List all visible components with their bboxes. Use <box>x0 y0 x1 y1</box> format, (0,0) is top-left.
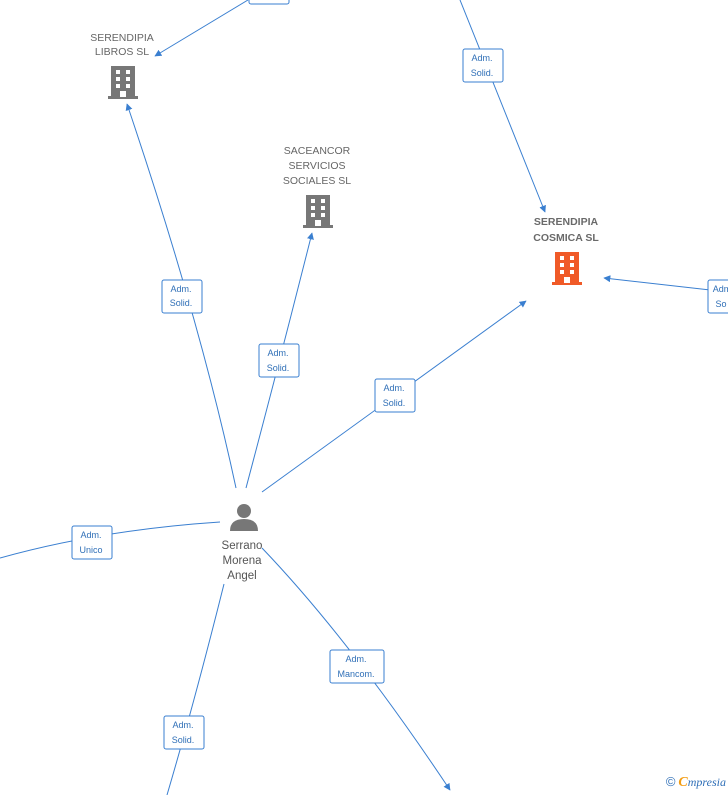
edge-to-bottom-left <box>166 583 225 795</box>
copyright-symbol: © <box>665 774 676 789</box>
edge-label-line2: Solid. <box>172 735 195 745</box>
edge-label-line2: So <box>715 299 726 309</box>
person-name-line3: Angel <box>227 570 256 582</box>
brand-name: mpresia <box>687 775 726 789</box>
node-label-line1: SERENDIPIA <box>90 32 154 44</box>
edge-label-line1: Adm. <box>345 654 366 664</box>
edge-label-line2: Solid. <box>170 298 193 308</box>
node-label-line1: SERENDIPIA <box>534 216 599 228</box>
edge-label-line2: Solid. <box>471 68 494 78</box>
node-label-line2: LIBROS SL <box>95 46 149 58</box>
edge-label-line1: Adm. <box>172 720 193 730</box>
edge-to-top-left-node <box>154 0 249 57</box>
person-icon <box>230 504 258 531</box>
node-label-line2: COSMICA SL <box>533 232 599 244</box>
edge-label-line1: Adm. <box>80 530 101 540</box>
building-icon-highlight <box>552 252 582 285</box>
building-icon <box>303 195 333 228</box>
edge-label-to-cosmica[interactable]: Adm. Solid. <box>374 378 416 413</box>
node-person[interactable]: Serrano Morena Angel <box>222 504 263 582</box>
edge-label-right-to-cosmica[interactable]: Adm So <box>707 279 728 314</box>
edge-label-line1: Adm. <box>383 383 404 393</box>
edge-label-line1: Adm. <box>471 53 492 63</box>
edge-label-line2: Solid. <box>383 398 406 408</box>
edge-label-line1: Adm. <box>170 284 191 294</box>
edge-label-line1: Adm. <box>267 348 288 358</box>
edge-label-line2: Unico <box>79 545 102 555</box>
person-name-line1: Serrano <box>222 540 263 552</box>
building-icon <box>108 66 138 99</box>
edge-label-line2: Solid. <box>267 363 290 373</box>
edge-label-top-to-cosmica[interactable]: Adm. Solid. <box>462 48 504 83</box>
edge-top-to-cosmica <box>459 0 546 213</box>
person-name-line2: Morena <box>223 555 263 567</box>
edge-label-to-saceancor[interactable]: Adm. Solid. <box>258 343 300 378</box>
node-label-line3: SOCIALES SL <box>283 175 351 187</box>
edge-label-line1: Adm <box>713 284 728 294</box>
node-label-line2: SERVICIOS <box>289 160 346 172</box>
edge-label-box-top-cut <box>248 0 290 5</box>
edge-right-to-cosmica <box>603 275 728 293</box>
node-serendipia-cosmica[interactable]: SERENDIPIA COSMICA SL <box>533 216 599 285</box>
node-label-line1: SACEANCOR <box>284 145 351 157</box>
node-saceancor[interactable]: SACEANCOR SERVICIOS SOCIALES SL <box>283 145 351 228</box>
edge-label-to-bottom-left[interactable]: Adm. Solid. <box>163 715 205 750</box>
edge-label-to-libros[interactable]: Adm. Solid. <box>161 279 203 314</box>
brand-watermark: © Cmpresia <box>666 774 726 791</box>
edge-label-to-left[interactable]: Adm. Unico <box>71 525 113 560</box>
node-serendipia-libros[interactable]: SERENDIPIA LIBROS SL <box>90 32 154 99</box>
brand-initial: C <box>678 775 688 790</box>
edge-label-to-bottom-right[interactable]: Adm. Mancom. <box>329 649 385 684</box>
edge-label-line2: Mancom. <box>337 669 374 679</box>
